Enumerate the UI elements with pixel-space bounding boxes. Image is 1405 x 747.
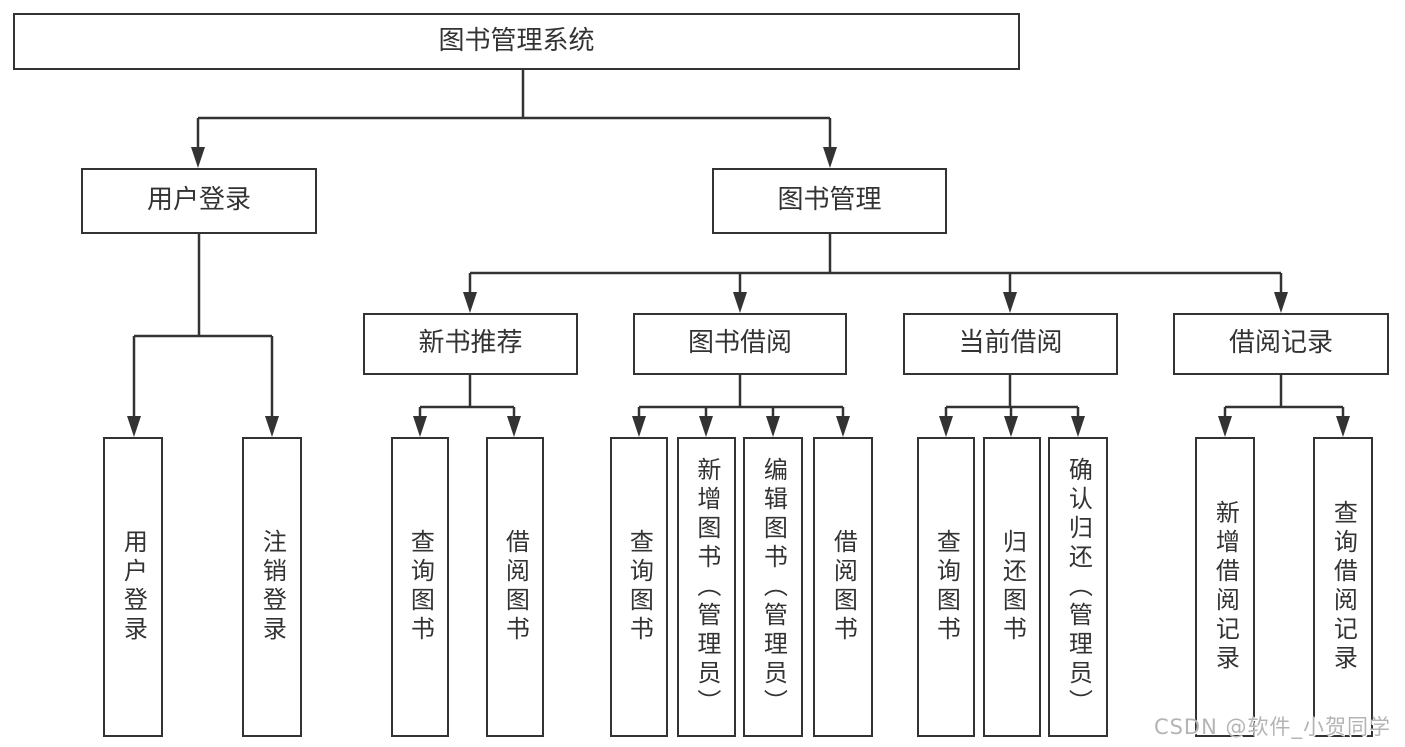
node-borrow-records: 借阅记录 xyxy=(1173,313,1389,375)
leaf-current-query-books: 查询图书 xyxy=(917,437,975,737)
node-user-login: 用户登录 xyxy=(81,168,317,234)
leaf-user-login: 用户登录 xyxy=(103,437,163,737)
leaf-recommend-borrow-books: 借阅图书 xyxy=(486,437,544,737)
arrowheads xyxy=(127,147,1350,437)
leaf-borrow-query-books: 查询图书 xyxy=(610,437,668,737)
leaf-recommend-query-books: 查询图书 xyxy=(391,437,449,737)
csdn-watermark: CSDN @软件_小贺同学 xyxy=(1153,715,1391,739)
node-book-management: 图书管理 xyxy=(712,168,947,234)
leaf-records-add-record: 新增借阅记录 xyxy=(1195,437,1255,737)
leaf-current-confirm-return-admin: 确认归还（管理员） xyxy=(1048,437,1108,737)
leaf-records-query-record: 查询借阅记录 xyxy=(1313,437,1373,737)
leaf-borrow-edit-books-admin: 编辑图书（管理员） xyxy=(743,437,803,737)
leaf-borrow-add-books-admin: 新增图书（管理员） xyxy=(677,437,736,737)
leaf-borrow-borrow-books: 借阅图书 xyxy=(813,437,873,737)
node-root: 图书管理系统 xyxy=(13,13,1020,70)
leaf-logout: 注销登录 xyxy=(242,437,302,737)
node-book-borrow: 图书借阅 xyxy=(633,313,847,375)
leaf-current-return-books: 归还图书 xyxy=(983,437,1041,737)
node-current-borrow: 当前借阅 xyxy=(903,313,1118,375)
node-new-book-recommend: 新书推荐 xyxy=(363,313,578,375)
